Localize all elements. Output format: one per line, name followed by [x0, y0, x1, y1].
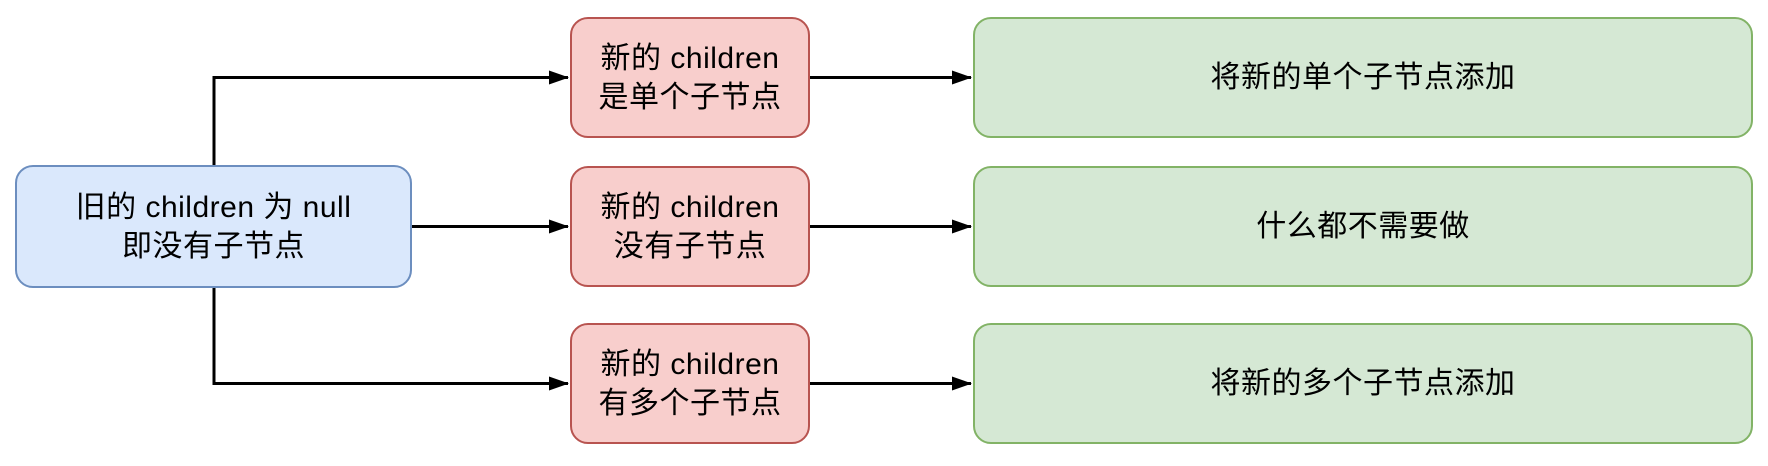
node-old-children-null: 旧的 children 为 null 即没有子节点 [15, 165, 412, 288]
node-label-line: 旧的 children 为 null [75, 190, 352, 224]
node-label-line: 即没有子节点 [122, 229, 305, 263]
node-label-line: 是单个子节点 [598, 80, 782, 114]
node-new-children-multiple: 新的 children 有多个子节点 [570, 323, 810, 444]
node-label-line: 将新的多个子节点添加 [1210, 367, 1516, 400]
node-label-line: 什么都不需要做 [1256, 210, 1470, 243]
node-new-children-single: 新的 children 是单个子节点 [570, 17, 810, 138]
node-action-append-single: 将新的单个子节点添加 [973, 17, 1753, 138]
node-action-do-nothing: 什么都不需要做 [973, 166, 1753, 287]
node-label-line: 将新的单个子节点添加 [1210, 61, 1516, 94]
node-action-append-multiple: 将新的多个子节点添加 [973, 323, 1753, 444]
node-label-line: 新的 children [600, 41, 780, 75]
arrow-root-to-multiple [212, 288, 569, 391]
node-label-line: 有多个子节点 [598, 386, 782, 420]
arrow-root-to-single [212, 70, 569, 165]
node-label-line: 新的 children [600, 190, 780, 224]
node-label-line: 没有子节点 [613, 229, 767, 263]
node-new-children-none: 新的 children 没有子节点 [570, 166, 810, 287]
node-label-line: 新的 children [600, 347, 780, 381]
